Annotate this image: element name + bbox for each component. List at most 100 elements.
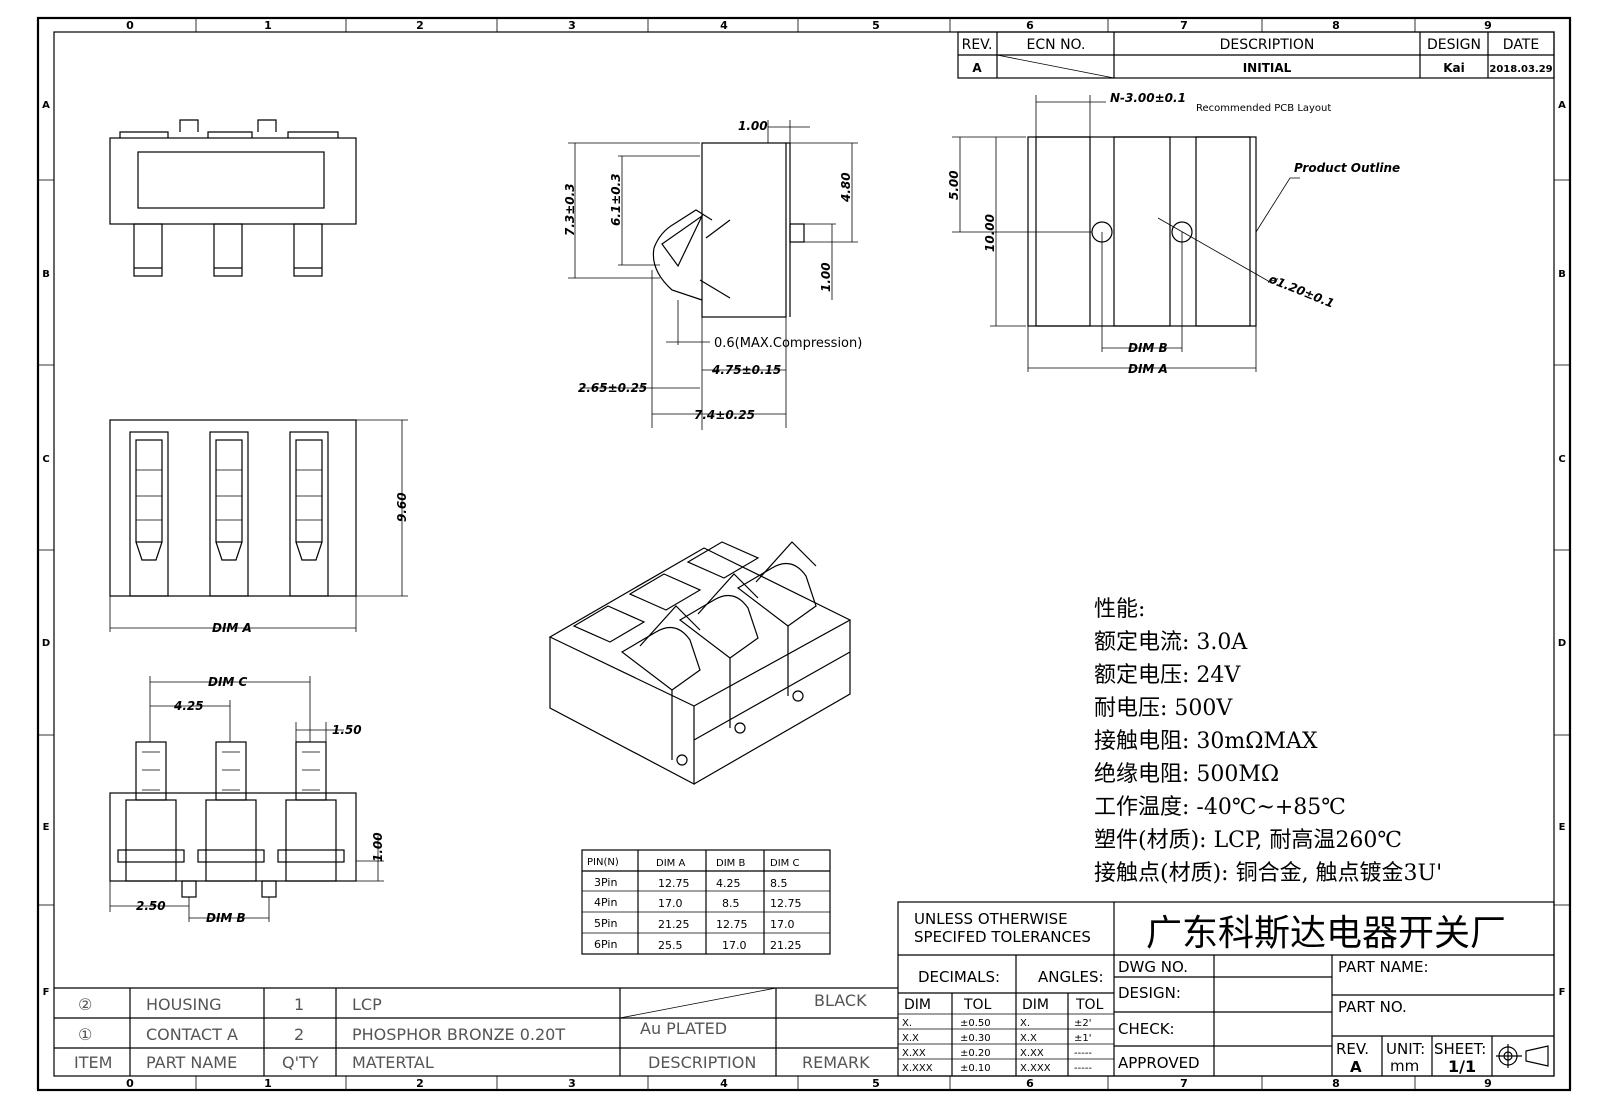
rev-label: REV.: [1336, 1040, 1369, 1058]
pin-cell: 17.0: [770, 918, 795, 931]
bottom-dim-150: 1.50: [332, 723, 362, 737]
rev-header: REV.: [962, 37, 993, 53]
bom-material: PHOSPHOR BRONZE 0.20T: [352, 1025, 565, 1044]
pin-cell: 25.5: [658, 939, 683, 952]
bom-qty: 2: [294, 1025, 304, 1044]
bom-item-no: ①: [78, 1025, 92, 1044]
ang-row-tol: ±1': [1074, 1033, 1092, 1044]
pin-header: DIM A: [656, 858, 685, 869]
bom-header-material: MATERTAL: [352, 1053, 434, 1072]
bom-header-description: DESCRIPTION: [648, 1053, 756, 1072]
top-view-dim-a: DIM A: [212, 621, 252, 635]
drawing-frame: 0 1 2 3 4 5 6 7 8 9 0 1 2 3 4 5 6 7 8 9 …: [36, 16, 1572, 1092]
col-label-top: 5: [872, 19, 880, 32]
pin-cell: 17.0: [722, 939, 747, 952]
dim-side-right-small: 1.00: [819, 262, 833, 292]
dim-side-overall-height: 7.3±0.3: [563, 183, 577, 236]
title-block: UNLESS OTHERWISE SPECIFED TOLERANCES DEC…: [897, 901, 1555, 1077]
pin-cell: 3Pin: [594, 876, 617, 889]
dim-side-inner-height: 6.1±0.3: [609, 173, 623, 226]
col-label-top: 8: [1332, 19, 1340, 32]
dec-row-tol: ±0.30: [960, 1033, 991, 1044]
ang-row-dim: X.XXX: [1020, 1063, 1051, 1074]
pin-cell: 21.25: [770, 939, 802, 952]
row-label-left: D: [42, 638, 50, 649]
sheet-value: 1/1: [1448, 1057, 1476, 1076]
pcb-dim-500: 5.00: [947, 170, 961, 200]
pcb-title: Recommended PCB Layout: [1196, 103, 1331, 114]
bottom-dim-100: 1.00: [371, 832, 385, 862]
description-header: DESCRIPTION: [1220, 37, 1315, 53]
col-label-top: 4: [720, 19, 728, 32]
dec-row-tol: ±0.50: [960, 1018, 991, 1029]
col-label-top: 6: [1026, 19, 1034, 32]
pcb-pitch: N-3.00±0.1: [1110, 91, 1186, 105]
col-label-bottom: 3: [568, 1077, 576, 1090]
spec-line: 接触点(材质): 铜合金, 触点镀金3U': [1094, 861, 1442, 886]
dim-side-compression: 0.6(MAX.Compression): [714, 336, 862, 351]
ang-row-dim: X.X: [1020, 1033, 1037, 1044]
pin-cell: 5Pin: [594, 917, 617, 930]
row-label-left: F: [43, 987, 50, 998]
specs-block: 性能: 额定电流: 3.0A 额定电压: 24V 耐电压: 500V 接触电阻:…: [1094, 597, 1442, 886]
pin-header: PIN(N): [587, 857, 619, 868]
row-label-left: E: [43, 822, 50, 833]
dim-side-475: 4.75±0.15: [711, 363, 781, 377]
col-label-top: 0: [126, 19, 134, 32]
description-value: INITIAL: [1243, 61, 1292, 75]
spec-line: 接触电阻: 30mΩMAX: [1094, 729, 1318, 754]
pin-cell: 17.0: [658, 897, 683, 910]
dim-side-265: 2.65±0.25: [578, 381, 647, 395]
pcb-dim-a: DIM A: [1128, 362, 1168, 376]
ang-tol-header: TOL: [1075, 997, 1104, 1013]
design-value: Kai: [1443, 61, 1465, 75]
pin-cell: 21.25: [658, 918, 690, 931]
row-label-left: A: [42, 100, 50, 111]
pcb-hole: ø1.20±0.1: [1266, 271, 1336, 310]
tolerance-line2: SPECIFED TOLERANCES: [914, 928, 1091, 946]
decimals-label: DECIMALS:: [918, 968, 1000, 986]
bom-item-no: ②: [78, 995, 92, 1014]
pcb-dim-b: DIM B: [1128, 341, 1168, 355]
col-label-bottom: 9: [1484, 1077, 1492, 1090]
dim-side-74: 7.4±0.25: [694, 408, 755, 422]
pin-header: DIM B: [716, 858, 745, 869]
rev-value: A: [1350, 1058, 1362, 1076]
pin-header: DIM C: [770, 858, 799, 869]
ang-row-dim: X.XX: [1020, 1048, 1044, 1059]
bom-material: LCP: [352, 995, 382, 1014]
part-name-label: PART NAME:: [1338, 958, 1429, 976]
pin-table: PIN(N) DIM A DIM B DIM C 3Pin 12.75 4.25…: [581, 849, 831, 955]
specs-title: 性能:: [1094, 597, 1145, 622]
pin-cell: 8.5: [722, 897, 740, 910]
part-no-label: PART NO.: [1338, 998, 1407, 1016]
pin-cell: 12.75: [716, 918, 748, 931]
row-label-right: F: [1559, 987, 1566, 998]
spec-line: 绝缘电阻: 500MΩ: [1094, 762, 1279, 787]
col-label-top: 1: [264, 19, 272, 32]
row-label-right: E: [1559, 822, 1566, 833]
row-label-right: A: [1558, 100, 1566, 111]
pcb-outline-label: Product Outline: [1294, 161, 1400, 175]
tolerance-line1: UNLESS OTHERWISE: [914, 910, 1068, 928]
bom-header-item: ITEM: [74, 1053, 112, 1072]
pin-cell: 12.75: [658, 877, 690, 890]
unit-label: UNIT:: [1386, 1040, 1425, 1058]
dwg-no-label: DWG NO.: [1118, 958, 1188, 976]
row-label-right: C: [1558, 454, 1565, 465]
col-label-bottom: 5: [872, 1077, 880, 1090]
dec-tol-header: TOL: [963, 997, 992, 1013]
approved-label: APPROVED: [1118, 1054, 1200, 1072]
date-header: DATE: [1503, 37, 1539, 53]
top-view: 9.60 DIM A: [109, 419, 409, 635]
col-label-bottom: 1: [264, 1077, 272, 1090]
rev-value: A: [972, 61, 982, 75]
pcb-layout: N-3.00±0.1 Product Outline 5.00 10.00 ø1…: [947, 91, 1400, 376]
col-label-bottom: 8: [1332, 1077, 1340, 1090]
dec-row-dim: X.: [902, 1018, 912, 1029]
bom-header-qty: Q'TY: [282, 1053, 319, 1072]
pin-cell: 4.25: [716, 877, 741, 890]
bottom-dim-b: DIM B: [206, 911, 246, 925]
design-header: DESIGN: [1427, 37, 1481, 53]
